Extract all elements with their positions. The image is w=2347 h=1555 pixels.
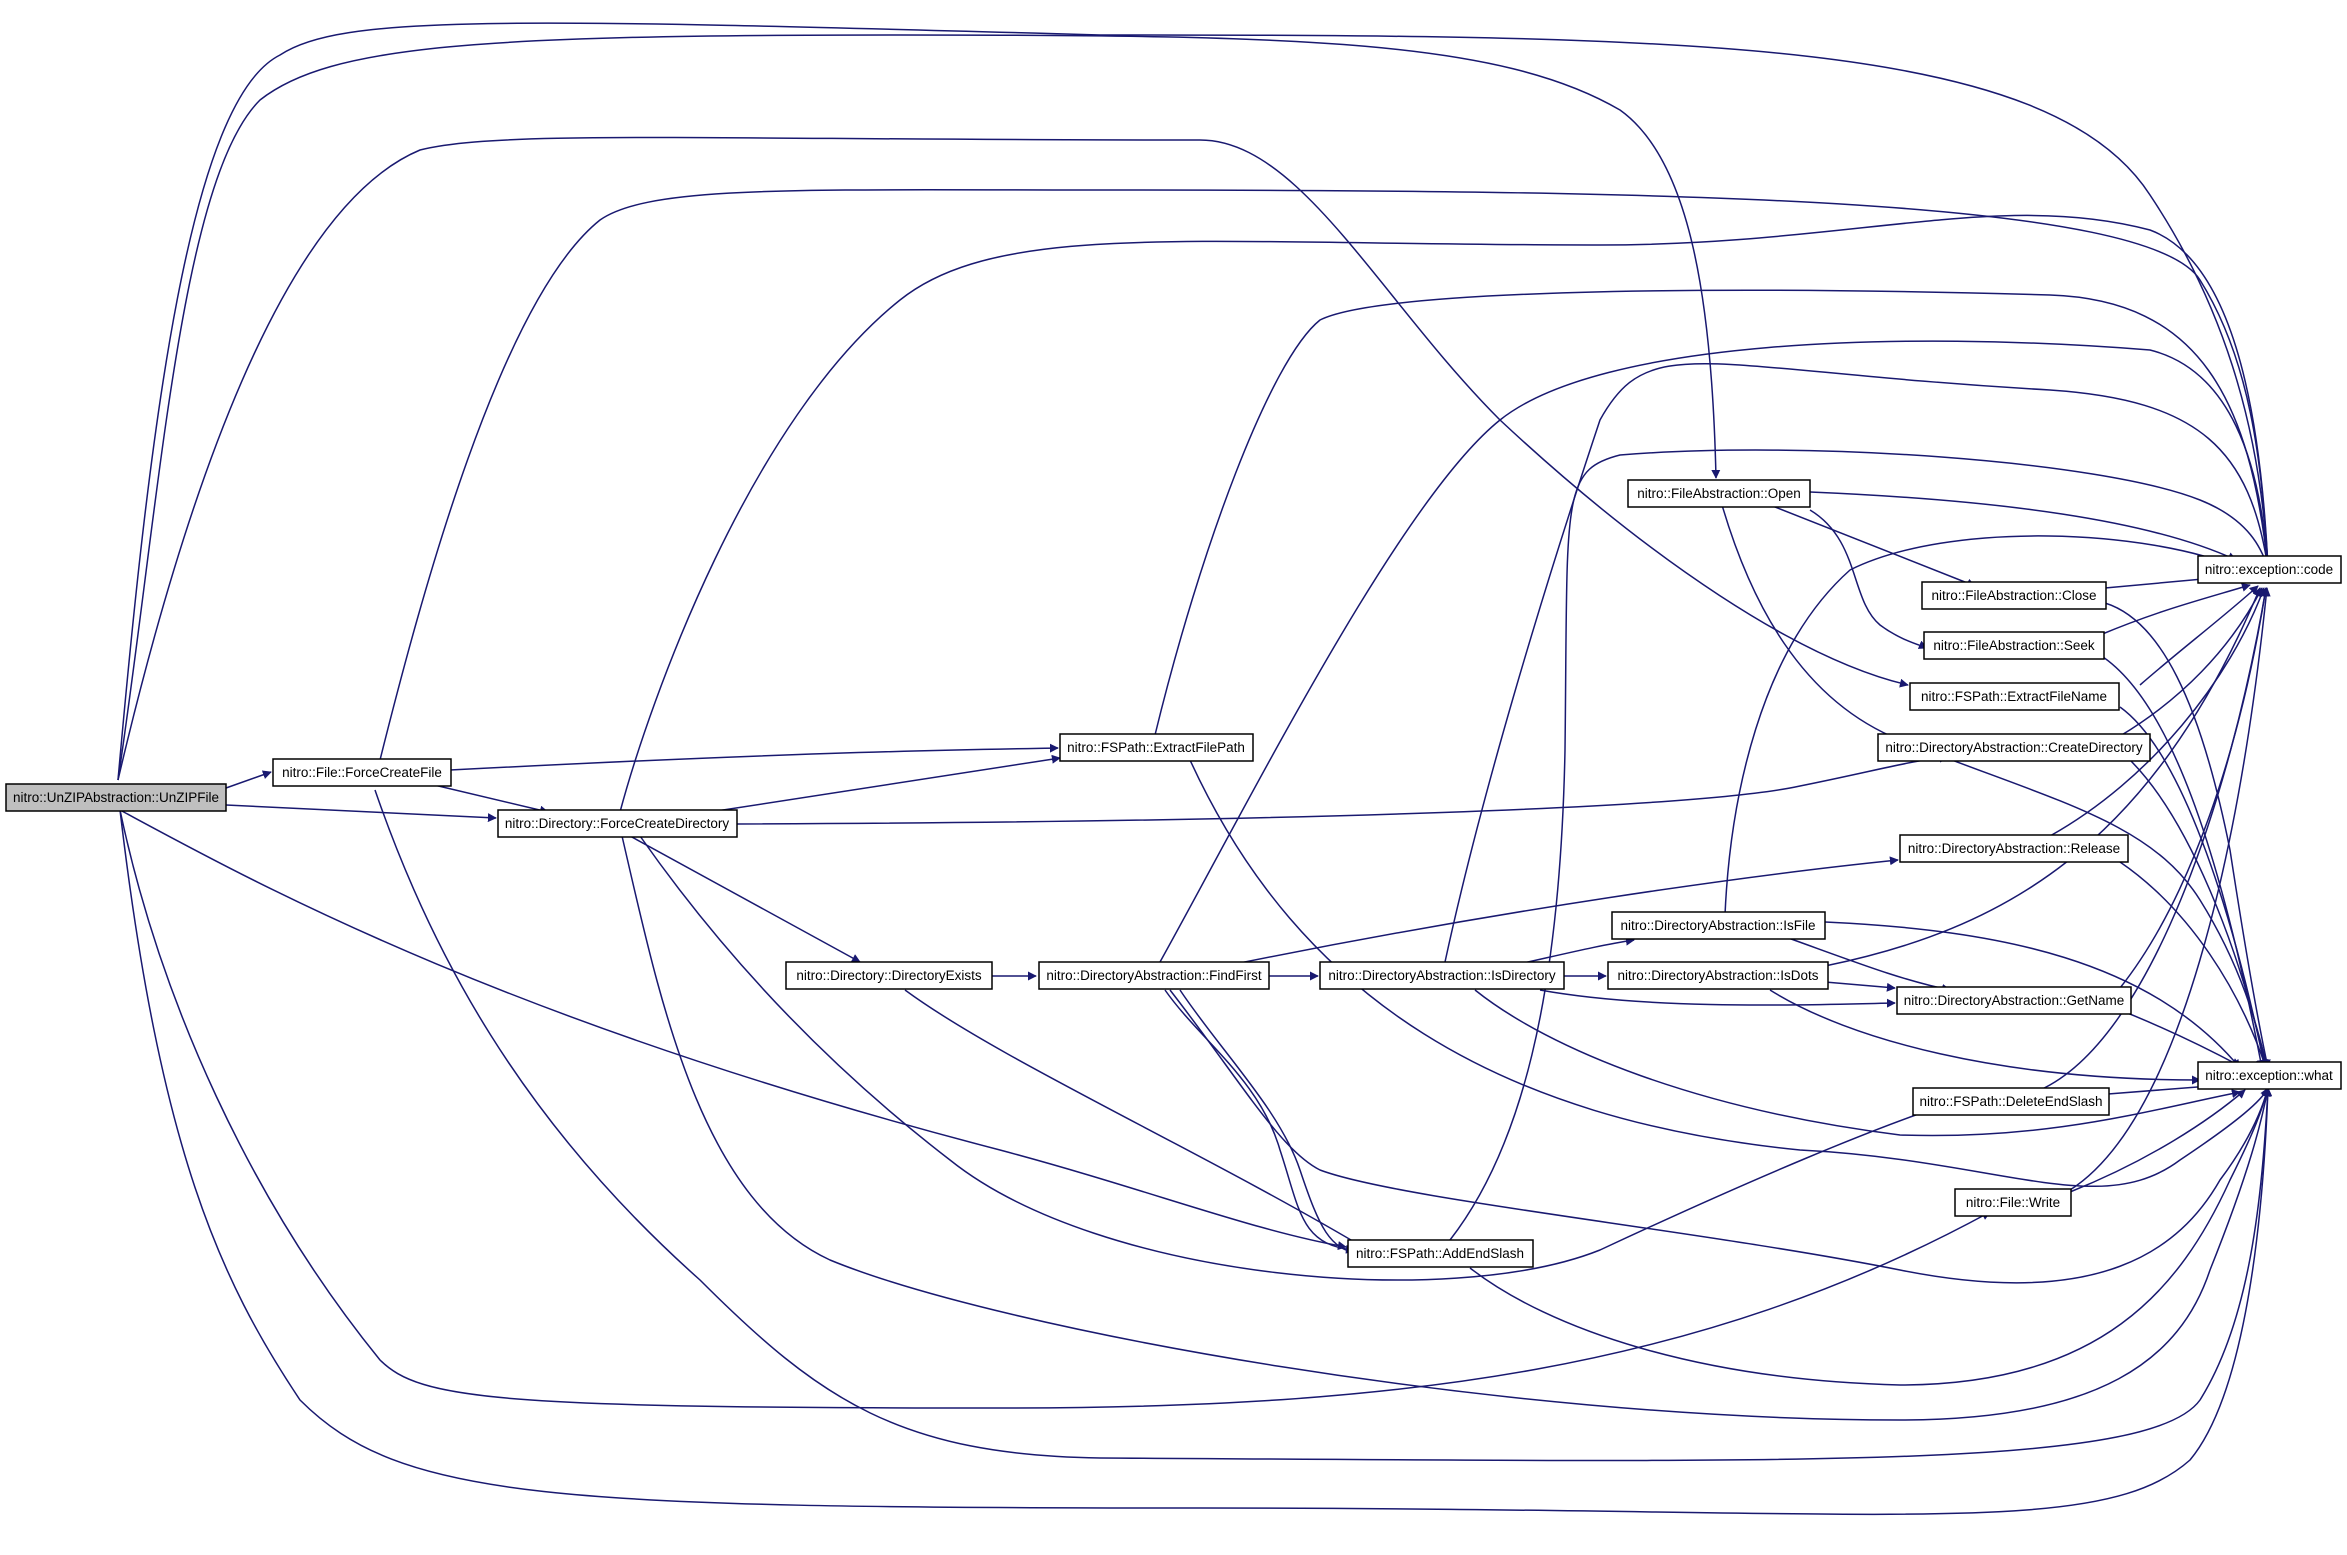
- node-unzip[interactable]: nitro::UnZIPAbstraction::UnZIPFile: [5, 783, 227, 812]
- edge-extractfilename-code: [2139, 585, 2259, 686]
- edge-unzip-open: [117, 34, 1721, 781]
- node-forcecreatefile-label: nitro::File::ForceCreateFile: [282, 765, 442, 780]
- edge-isfile-getname: [1779, 934, 1951, 993]
- node-createdirectory[interactable]: nitro::DirectoryAbstraction::CreateDirec…: [1877, 733, 2151, 762]
- edge-findfirst-release: [1224, 856, 1899, 967]
- node-forcecreatedirectory[interactable]: nitro::Directory::ForceCreateDirectory: [497, 809, 738, 838]
- edge-write-code: [2069, 587, 2271, 1191]
- node-deleteendslash-label: nitro::FSPath::DeleteEndSlash: [1919, 1094, 2102, 1109]
- edge-seek-code: [2099, 583, 2251, 636]
- nodes: nitro::UnZIPAbstraction::UnZIPFile nitro…: [5, 479, 2342, 1268]
- edge-findfirst-addendslash-2: [1179, 989, 1359, 1257]
- edge-forcecreatedirectory-code: [619, 214, 2273, 813]
- node-close-label: nitro::FileAbstraction::Close: [1931, 588, 2096, 603]
- edge-open-what: [1721, 504, 2270, 1071]
- edge-unzip-what-1: [119, 809, 2273, 1516]
- edge-open-close: [1769, 504, 1976, 588]
- node-open-label: nitro::FileAbstraction::Open: [1637, 486, 1801, 501]
- edges: [117, 22, 2273, 1516]
- edge-unzip-extractfilename: [117, 136, 1909, 781]
- node-addendslash[interactable]: nitro::FSPath::AddEndSlash: [1347, 1239, 1534, 1268]
- edge-isdots-what: [1769, 989, 2201, 1085]
- node-seek[interactable]: nitro::FileAbstraction::Seek: [1923, 631, 2105, 660]
- edge-unzip-write: [119, 809, 1991, 1409]
- node-directoryexists[interactable]: nitro::Directory::DirectoryExists: [785, 961, 993, 990]
- edge-release-code: [2049, 587, 2266, 837]
- node-createdirectory-label: nitro::DirectoryAbstraction::CreateDirec…: [1885, 740, 2143, 755]
- edge-deleteendslash-code: [2039, 587, 2270, 1091]
- node-forcecreatefile[interactable]: nitro::File::ForceCreateFile: [272, 758, 452, 787]
- edge-open-seek: [1809, 509, 1928, 649]
- node-extractfilename[interactable]: nitro::FSPath::ExtractFileName: [1909, 682, 2120, 711]
- node-findfirst-label: nitro::DirectoryAbstraction::FindFirst: [1046, 968, 1262, 983]
- edge-createdirectory-code: [2119, 587, 2263, 737]
- edge-unzip-addendslash: [119, 809, 1347, 1251]
- node-what-label: nitro::exception::what: [2205, 1068, 2333, 1083]
- edge-isdirectory-getname: [1539, 989, 1896, 1008]
- node-extractfilename-label: nitro::FSPath::ExtractFileName: [1921, 689, 2107, 704]
- edge-forcecreatefile-extractfilepath: [449, 743, 1059, 771]
- edge-release-what: [2119, 861, 2268, 1069]
- node-seek-label: nitro::FileAbstraction::Seek: [1933, 638, 2095, 653]
- edge-findfirst-addendslash: [1164, 989, 1355, 1254]
- node-addendslash-label: nitro::FSPath::AddEndSlash: [1356, 1246, 1524, 1261]
- node-forcecreatedirectory-label: nitro::Directory::ForceCreateDirectory: [505, 816, 730, 831]
- edge-findfirst-code: [1159, 340, 2272, 963]
- edge-forcecreatedirectory-extractfilepath: [709, 754, 1061, 813]
- edge-getname-what: [2119, 1009, 2241, 1067]
- edge-forcecreatedirectory-createdirectory: [736, 753, 1949, 825]
- node-findfirst[interactable]: nitro::DirectoryAbstraction::FindFirst: [1038, 961, 1270, 990]
- edge-isfile-what: [1824, 921, 2241, 1069]
- node-write-label: nitro::File::Write: [1966, 1195, 2060, 1210]
- edge-forcecreatefile-forcecreatedirectory: [429, 783, 549, 815]
- edge-unzip-forcecreatedirectory: [225, 804, 497, 823]
- node-isfile-label: nitro::DirectoryAbstraction::IsFile: [1620, 918, 1815, 933]
- node-getname-label: nitro::DirectoryAbstraction::GetName: [1904, 993, 2125, 1008]
- edge-isdirectory-code: [1444, 362, 2272, 963]
- node-isdirectory[interactable]: nitro::DirectoryAbstraction::IsDirectory: [1319, 961, 1565, 990]
- node-code[interactable]: nitro::exception::code: [2197, 555, 2342, 584]
- node-deleteendslash[interactable]: nitro::FSPath::DeleteEndSlash: [1912, 1087, 2110, 1116]
- node-code-label: nitro::exception::code: [2205, 562, 2333, 577]
- edge-unzip-forcecreatefile: [225, 770, 272, 789]
- edge-close-what: [2104, 602, 2271, 1069]
- edge-isfile-code: [1724, 535, 2239, 916]
- node-what[interactable]: nitro::exception::what: [2197, 1061, 2342, 1090]
- node-getname[interactable]: nitro::DirectoryAbstraction::GetName: [1896, 986, 2132, 1015]
- edge-forcecreatedirectory-deleteendslash: [639, 835, 1961, 1281]
- edge-isdots-getname: [1824, 981, 1896, 992]
- edge-forcecreatedirectory-directoryexists: [629, 835, 861, 963]
- edge-forcecreatefile-what: [374, 789, 2273, 1462]
- node-isdots[interactable]: nitro::DirectoryAbstraction::IsDots: [1607, 961, 1829, 990]
- node-open[interactable]: nitro::FileAbstraction::Open: [1627, 479, 1811, 508]
- edge-findfirst-what: [1169, 989, 2271, 1284]
- node-directoryexists-label: nitro::Directory::DirectoryExists: [796, 968, 982, 983]
- node-unzip-label: nitro::UnZIPAbstraction::UnZIPFile: [13, 790, 219, 805]
- node-isdirectory-label: nitro::DirectoryAbstraction::IsDirectory: [1328, 968, 1556, 983]
- node-extractfilepath-label: nitro::FSPath::ExtractFilePath: [1067, 740, 1245, 755]
- edge-forcecreatedirectory-what: [621, 835, 2271, 1421]
- edge-extractfilepath-code: [1154, 289, 2272, 736]
- edge-forcecreatefile-code: [379, 189, 2273, 761]
- edge-unzip-code-1: [117, 22, 2273, 781]
- edge-createdirectory-what: [2129, 759, 2269, 1069]
- edge-write-what: [2069, 1089, 2246, 1193]
- edge-extractfilename-what: [2119, 706, 2268, 1069]
- node-extractfilepath[interactable]: nitro::FSPath::ExtractFilePath: [1059, 733, 1254, 762]
- edge-directoryexists-addendslash: [904, 989, 1369, 1251]
- edge-open-code: [1809, 491, 2237, 561]
- node-write[interactable]: nitro::File::Write: [1954, 1188, 2072, 1217]
- node-isfile[interactable]: nitro::DirectoryAbstraction::IsFile: [1611, 911, 1826, 940]
- edge-isdirectory-what: [1474, 989, 2241, 1137]
- node-close[interactable]: nitro::FileAbstraction::Close: [1921, 581, 2107, 610]
- node-release[interactable]: nitro::DirectoryAbstraction::Release: [1899, 834, 2129, 863]
- node-release-label: nitro::DirectoryAbstraction::Release: [1908, 841, 2120, 856]
- edge-addendslash-what: [1469, 1087, 2271, 1386]
- edge-addendslash-code: [1449, 449, 2270, 1241]
- node-isdots-label: nitro::DirectoryAbstraction::IsDots: [1617, 968, 1818, 983]
